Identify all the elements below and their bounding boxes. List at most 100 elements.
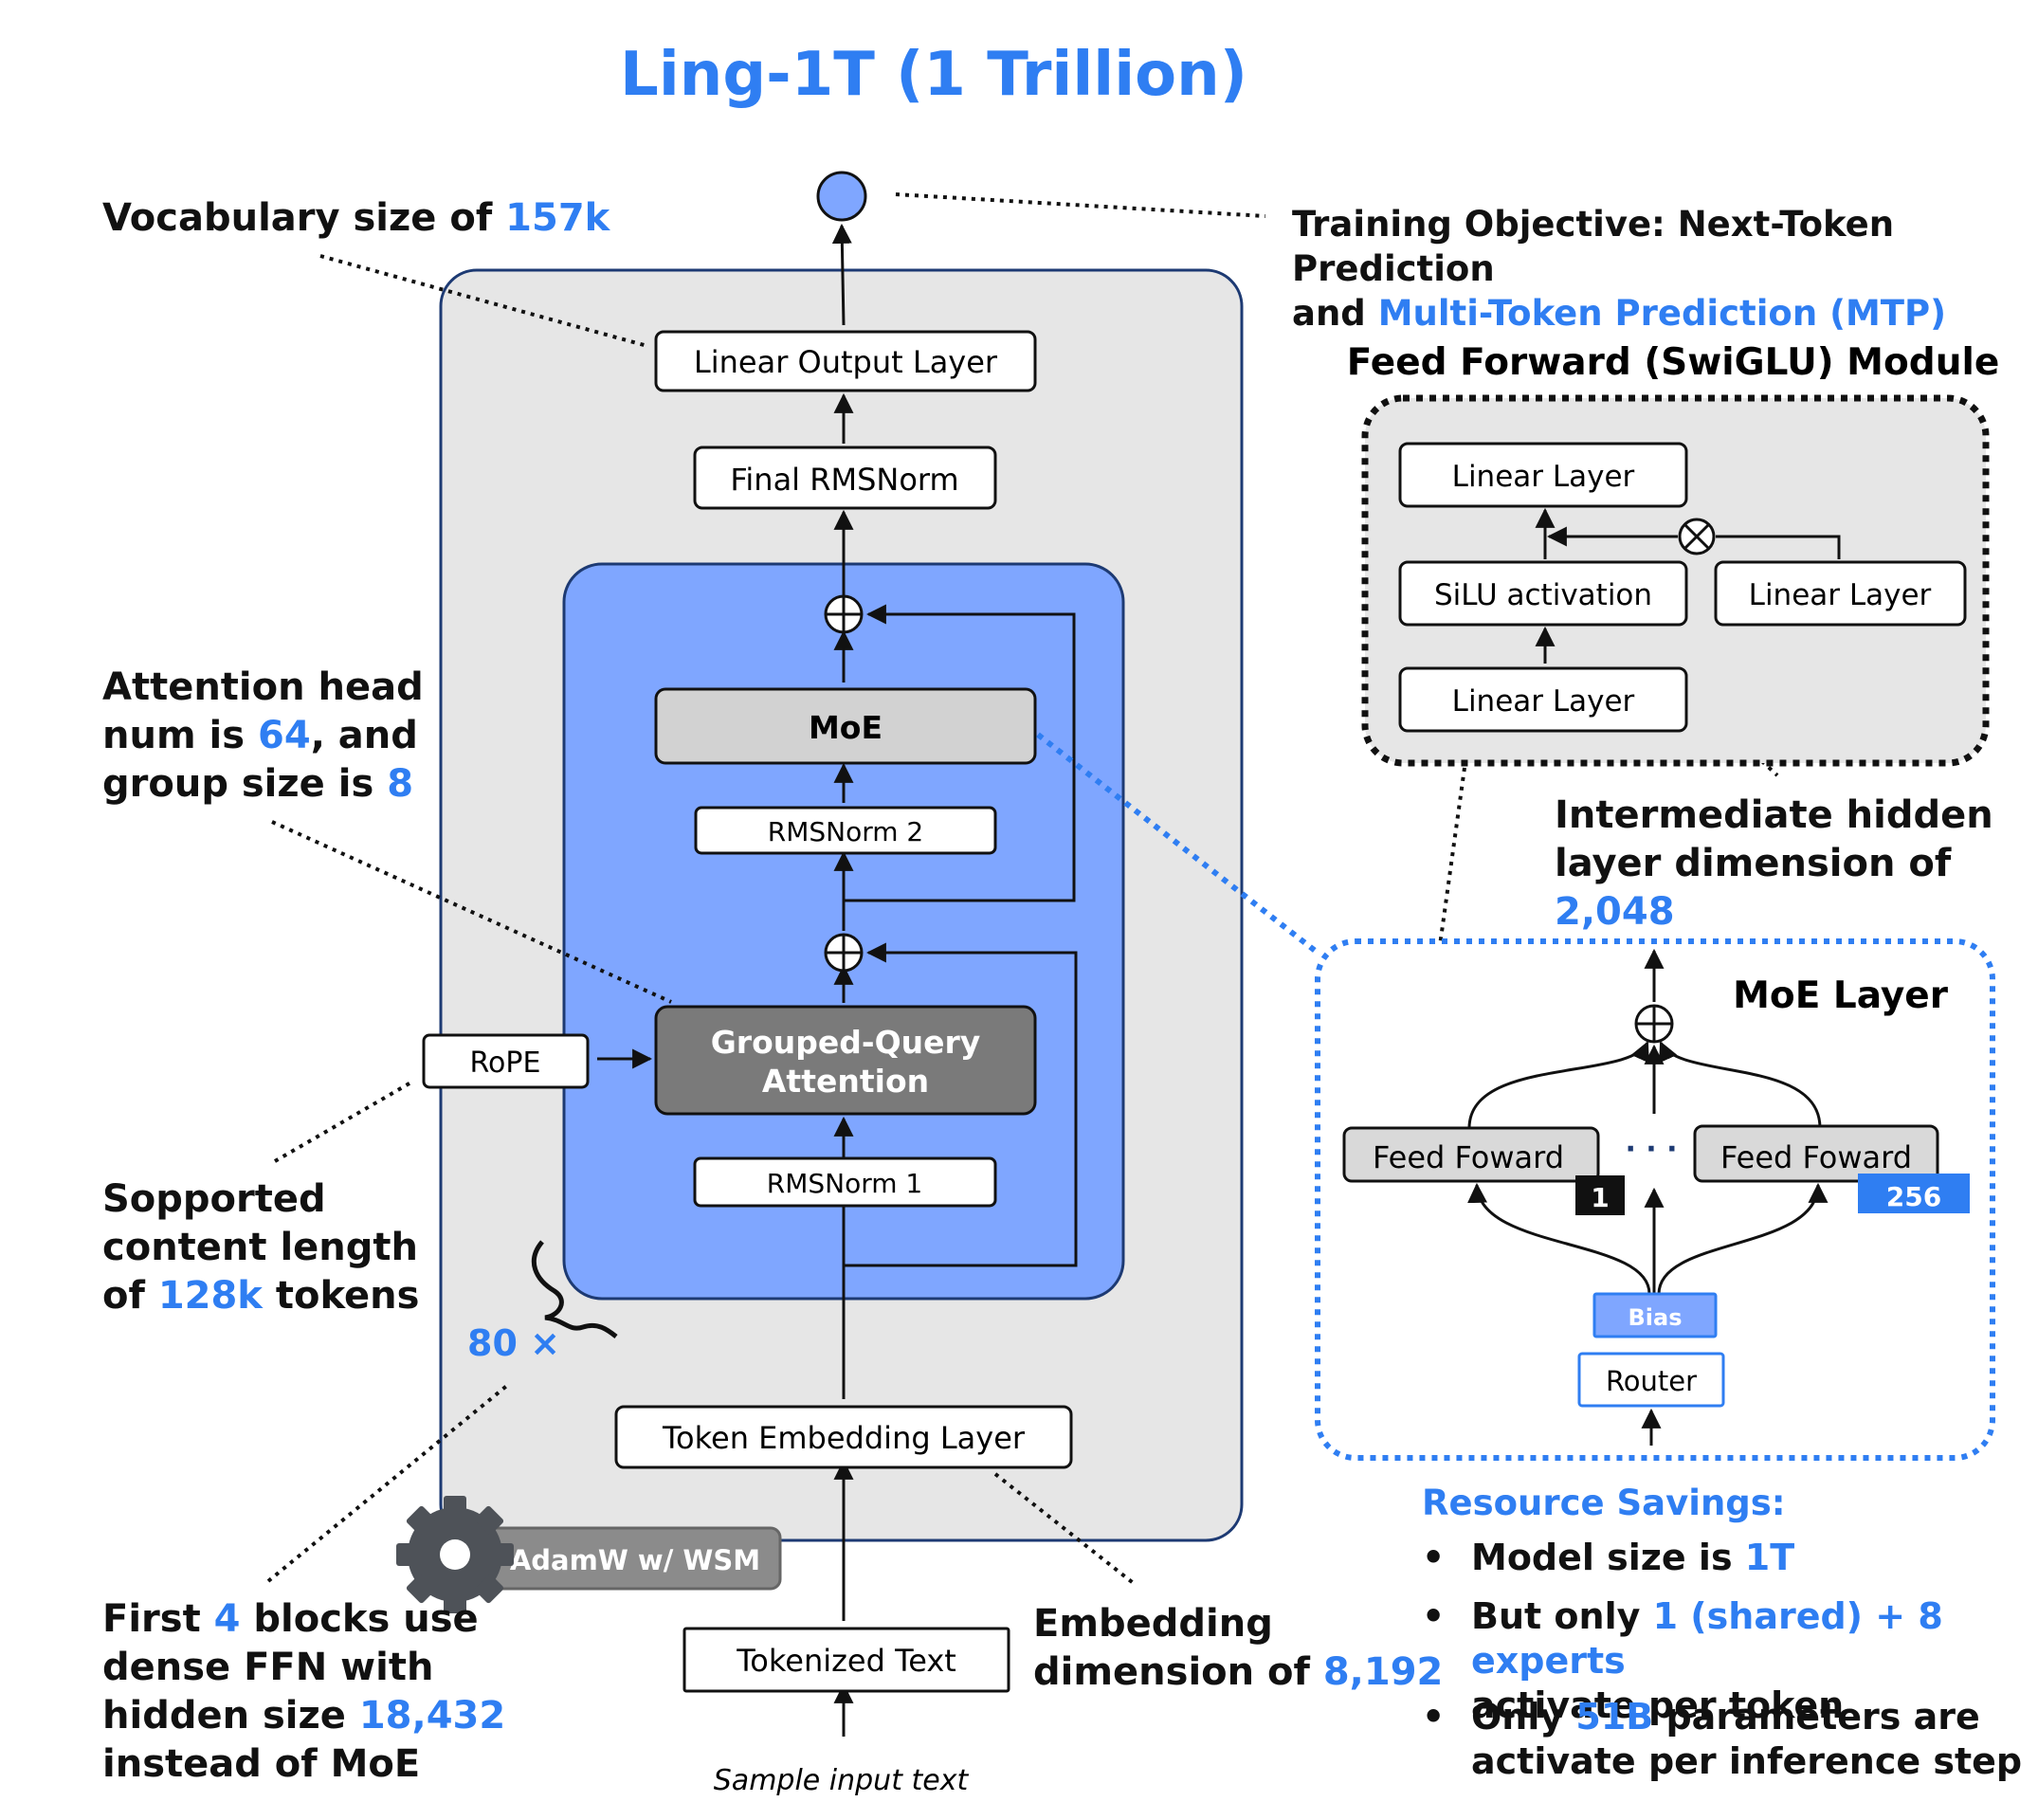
inter-value: 2,048 [1555, 890, 1675, 934]
gqa-box [654, 1005, 1037, 1116]
multiply-node [1678, 518, 1716, 555]
sample-input-label: Sample input text [714, 1764, 970, 1797]
ffn-module-title: Feed Forward (SwiGLU) Module [1347, 341, 2000, 384]
attn-line2-suffix: , and [310, 714, 418, 757]
training-line2-prefix: and [1292, 293, 1378, 334]
inter-line1: Intermediate hidden [1555, 793, 1993, 837]
bias-box [1592, 1292, 1718, 1338]
repeat-brace [531, 1240, 618, 1338]
moe-add-node [1634, 1004, 1674, 1044]
moe-ff-left-label: Feed Foward [1373, 1139, 1564, 1175]
gqa-label-line1: Grouped-Query [711, 1024, 981, 1061]
rmsnorm1-label: RMSNorm 1 [767, 1168, 922, 1199]
vocab-value: 157k [505, 196, 610, 240]
bias-label: Bias [1629, 1304, 1683, 1331]
training-objective-annotation: Training Objective: Next-Token Predictio… [1292, 202, 2038, 336]
router-box [1577, 1352, 1725, 1408]
vocab-prefix: Vocabulary size of [102, 196, 506, 240]
vocab-annotation: Vocabulary size of 157k [102, 194, 610, 243]
output-node [816, 171, 867, 222]
ffn-linear-right-box [1714, 560, 1967, 627]
intermediate-annotation: Intermediate hidden layer dimension of 2… [1555, 792, 2038, 937]
repeat-count: 80 × [467, 1322, 560, 1364]
add-node-moe [824, 594, 864, 634]
attn-line2-prefix: num is [102, 714, 259, 757]
dense-line3-prefix: hidden size [102, 1694, 359, 1738]
dense-ffn-annotation: First 4 blocks use dense FFN with hidden… [102, 1595, 505, 1789]
embedding-annotation: Embedding dimension of 8,192 [1033, 1600, 1443, 1697]
dense-hidden: 18,432 [358, 1694, 506, 1738]
embed-line1: Embedding [1033, 1602, 1273, 1646]
b2-line2: activate per token [1471, 1684, 1845, 1726]
training-line1: Training Objective: Next-Token Predictio… [1292, 204, 1895, 289]
savings-bullet-1: • Model size is 1T [1422, 1536, 1794, 1580]
b3-line2: activate per inference step [1471, 1740, 2023, 1782]
inter-line2-prefix: layer dimension of [1555, 842, 1952, 885]
page-title: Ling-1T (1 Trillion) [620, 40, 1247, 110]
ffn-silu-box [1398, 560, 1688, 627]
moe-layer-title: MoE Layer [1733, 974, 1949, 1017]
token-embedding-box [614, 1405, 1073, 1469]
tokenized-text-label: Tokenized Text [736, 1643, 956, 1679]
b1-prefix: Model size is [1471, 1537, 1745, 1578]
ffn-linear-bottom-label: Linear Layer [1452, 684, 1635, 719]
final-rmsnorm-box [693, 446, 997, 510]
moe-ff-left-index-badge [1575, 1175, 1625, 1215]
attn-line3-prefix: group size is [102, 762, 388, 806]
ffn-silu-label: SiLU activation [1434, 578, 1652, 612]
moe-ellipsis: · · · [1625, 1133, 1677, 1166]
ctx-line1: Sopported [102, 1177, 326, 1221]
moe-ff-left-index: 1 [1591, 1182, 1609, 1213]
rope-label: RoPE [470, 1046, 541, 1080]
b2-value: 1 (shared) + 8 experts [1471, 1595, 1943, 1682]
attn-heads: 64 [258, 714, 311, 757]
attention-annotation: Attention head num is 64, and group size… [102, 664, 424, 809]
moe-ff-right-label: Feed Foward [1720, 1139, 1912, 1175]
embed-value: 8,192 [1322, 1650, 1444, 1694]
savings-title: Resource Savings: [1422, 1483, 1786, 1523]
gqa-label-line2: Attention [762, 1063, 929, 1100]
token-embedding-label: Token Embedding Layer [662, 1420, 1026, 1456]
b2-prefix: But only [1471, 1595, 1653, 1637]
dense-line1-prefix: First [102, 1597, 214, 1641]
b3-value: 51B [1575, 1696, 1654, 1738]
moe-ff-right-index: 256 [1886, 1181, 1941, 1212]
ffn-linear-right-label: Linear Layer [1749, 578, 1932, 612]
moe-label: MoE [809, 709, 883, 746]
dense-blocks: 4 [213, 1597, 241, 1641]
bullet-1-dot: • [1422, 1537, 1446, 1578]
dense-line2: dense FFN with [102, 1646, 434, 1689]
ctx-line3-suffix: tokens [262, 1274, 420, 1318]
b3-prefix: Only [1471, 1696, 1576, 1738]
moe-box [654, 687, 1037, 765]
linear-output-layer-label: Linear Output Layer [694, 344, 998, 380]
final-rmsnorm-label: Final RMSNorm [730, 462, 958, 498]
dense-line1-suffix: blocks use [240, 1597, 479, 1641]
savings-bullet-2: • But only 1 (shared) + 8 experts activa… [1422, 1594, 2038, 1728]
embed-line2-prefix: dimension of [1033, 1650, 1323, 1694]
ctx-value: 128k [157, 1274, 263, 1318]
savings-bullet-3: • Only 51B parameters are activate per i… [1422, 1695, 2022, 1784]
ffn-linear-top-box [1398, 442, 1688, 508]
ctx-line2: content length [102, 1226, 418, 1269]
b1-value: 1T [1744, 1537, 1795, 1578]
moe-ff-left-box [1342, 1126, 1600, 1183]
linear-output-layer-box [654, 330, 1037, 392]
bullet-2-dot: • [1422, 1595, 1446, 1637]
add-node-attn [824, 933, 864, 973]
ffn-linear-bottom-box [1398, 666, 1688, 733]
training-line2-value: Multi-Token Prediction (MTP) [1377, 293, 1947, 334]
moe-ff-right-box [1693, 1124, 1939, 1183]
router-label: Router [1606, 1365, 1697, 1397]
b3-suffix: parameters are [1653, 1696, 1980, 1738]
rmsnorm2-box [694, 806, 997, 855]
attn-group: 8 [387, 762, 414, 806]
rope-box [422, 1033, 590, 1089]
gear-icon [396, 1496, 514, 1613]
ffn-linear-top-label: Linear Layer [1452, 460, 1635, 494]
moe-ff-right-index-badge [1858, 1174, 1970, 1213]
rmsnorm1-box [693, 1156, 997, 1208]
rmsnorm2-label: RMSNorm 2 [768, 816, 923, 847]
attn-line1: Attention head [102, 665, 424, 709]
